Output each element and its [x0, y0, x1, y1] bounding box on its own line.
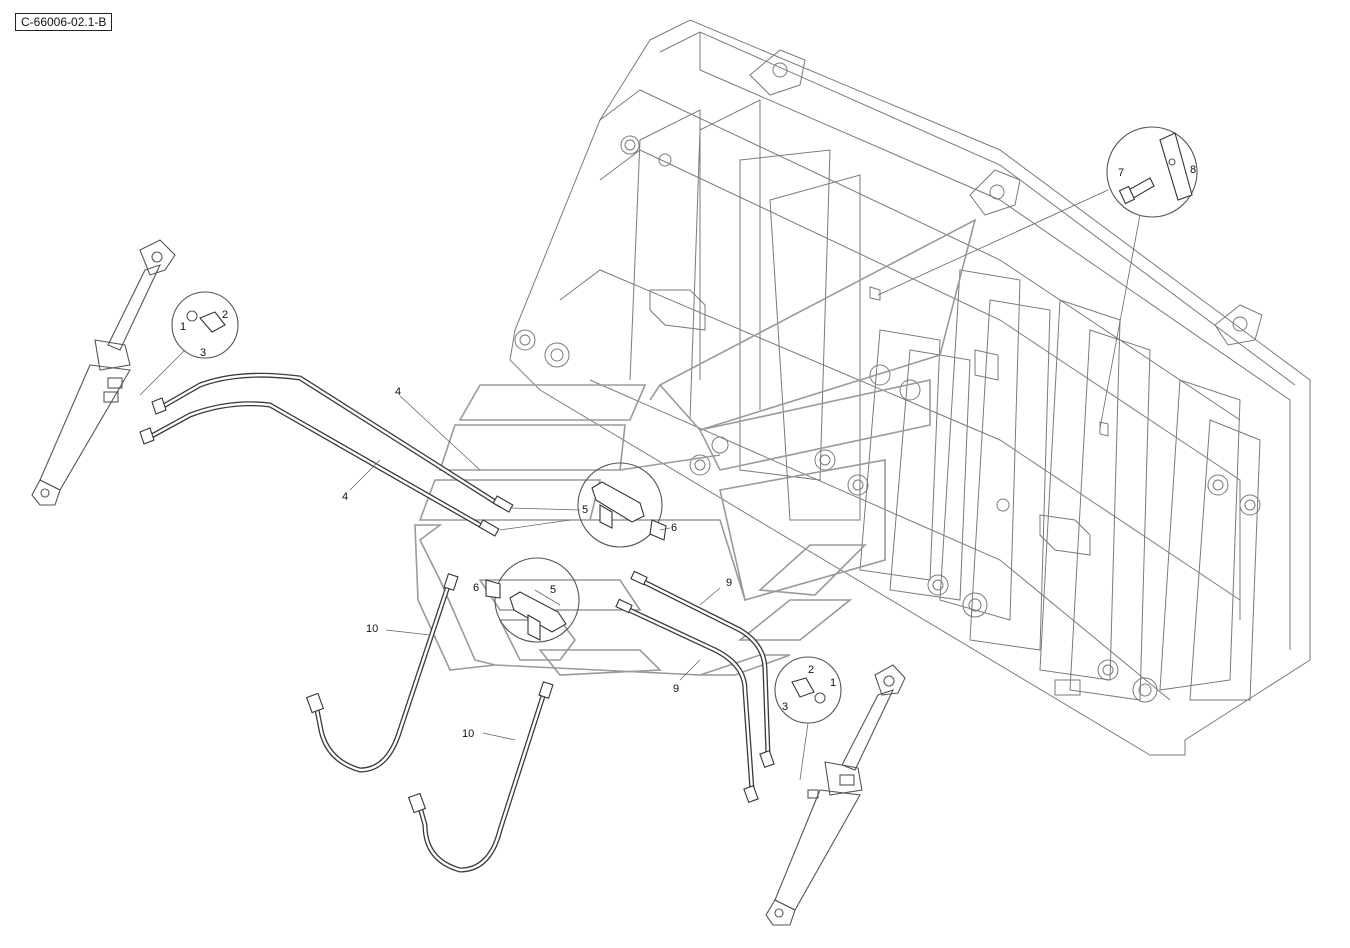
callout-left-fitting: 2 — [222, 309, 228, 321]
detail-lower-tee — [485, 557, 580, 643]
callout-labels: 1 2 3 1 2 3 4 4 5 5 6 6 7 8 9 9 10 10 — [180, 164, 1196, 740]
callout-pipe-lower: 4 — [342, 491, 348, 503]
detail-left-fitting — [139, 291, 239, 396]
detail-upper-tee — [577, 462, 667, 548]
callout-right-assembly: 3 — [782, 701, 788, 713]
document-id: C-66006-02.1-B — [15, 13, 113, 31]
callout-right-fitting: 2 — [808, 664, 814, 676]
bucket-frame — [509, 19, 1311, 756]
callout-hose-upper: 9 — [726, 577, 732, 589]
callout-hose-left-lower: 10 — [462, 728, 474, 740]
leader-lines — [349, 395, 721, 741]
right-hydraulic-cylinder — [765, 664, 906, 926]
callout-left-assembly: 3 — [200, 347, 206, 359]
detail-right-fitting — [774, 656, 842, 781]
left-hydraulic-cylinder — [31, 239, 176, 506]
flexible-hoses-right — [615, 570, 775, 803]
callout-pipe-upper: 4 — [395, 386, 401, 398]
callout-bolt: 7 — [1118, 167, 1124, 179]
callout-right-oring: 1 — [830, 677, 836, 689]
rigid-pipes — [139, 372, 514, 537]
detail-bolt-clamp — [877, 126, 1198, 429]
callout-tee-upper: 5 — [582, 504, 588, 516]
flexible-hoses-left — [305, 573, 554, 873]
callout-hose-left-upper: 10 — [366, 623, 378, 635]
callout-hose-lower: 9 — [673, 683, 679, 695]
hose-guard — [414, 218, 977, 676]
callout-tee-lower: 5 — [550, 584, 556, 596]
callout-nut-lower: 6 — [473, 582, 479, 594]
callout-clamp: 8 — [1190, 164, 1196, 176]
callout-nut-upper: 6 — [671, 522, 677, 534]
callout-left-oring: 1 — [180, 321, 186, 333]
